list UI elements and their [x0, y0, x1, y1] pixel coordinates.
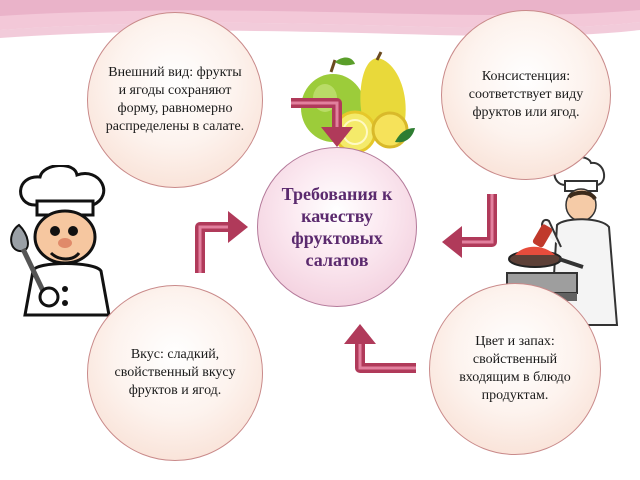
node-appearance-text: Внешний вид: фрукты и ягоды сохраняют фо… [105, 65, 245, 134]
node-color-smell: Цвет и запах: свойственный входящим в бл… [429, 283, 601, 455]
arrow-color-to-center [344, 324, 416, 373]
fruit-illustration [301, 51, 415, 154]
node-taste: Вкус: сладкий, свойственный вкусу фрукто… [87, 285, 263, 461]
node-consistency-text: Консистенция: соответствует виду фруктов… [468, 69, 584, 120]
arrow-taste-to-center [195, 211, 248, 273]
node-taste-text: Вкус: сладкий, свойственный вкусу фрукто… [114, 347, 236, 398]
node-appearance: Внешний вид: фрукты и ягоды сохраняют фо… [87, 12, 263, 188]
arrow-consistency-to-center [442, 194, 497, 258]
arrow-appearance-to-center [291, 98, 353, 147]
chef-with-ladle-illustration [10, 165, 111, 317]
center-node-text: Требования к качеству фруктовых салатов [281, 184, 393, 270]
node-color-smell-text: Цвет и запах: свойственный входящим в бл… [459, 334, 571, 403]
node-consistency: Консистенция: соответствует виду фруктов… [441, 10, 611, 180]
center-node: Требования к качеству фруктовых салатов [257, 147, 417, 307]
